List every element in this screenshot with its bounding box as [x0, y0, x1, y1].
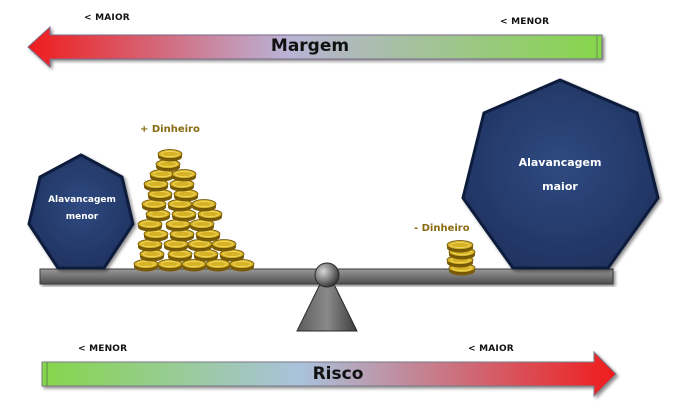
left-weight-label: Alavancagem menor — [38, 192, 126, 226]
margin-arrow — [27, 25, 603, 69]
risk-arrow — [41, 350, 617, 398]
risk-right-label: < MAIOR — [468, 344, 514, 354]
big-coin-pile — [133, 149, 255, 272]
more-money-label: + Dinheiro — [140, 124, 200, 135]
pivot-icon — [314, 262, 340, 288]
left-weight-line2: menor — [65, 212, 99, 223]
right-weight-shape — [461, 78, 660, 270]
fulcrum-icon — [296, 268, 358, 332]
margin-right-label: < MENOR — [500, 17, 550, 27]
left-weight-line1: Alavancagem — [48, 195, 116, 205]
small-coin-pile — [446, 240, 476, 276]
margin-left-label: < MAIOR — [84, 13, 130, 23]
left-weight-shape — [27, 153, 135, 270]
risk-left-label: < MENOR — [78, 344, 128, 354]
margin-title: Margem — [270, 36, 350, 56]
right-weight-line1: Alavancagem — [518, 156, 602, 169]
less-money-label: - Dinheiro — [414, 223, 470, 234]
risk-title: Risco — [312, 364, 364, 384]
right-weight-line2: maior — [542, 180, 578, 194]
right-weight-label: Alavancagem maior — [496, 151, 624, 199]
